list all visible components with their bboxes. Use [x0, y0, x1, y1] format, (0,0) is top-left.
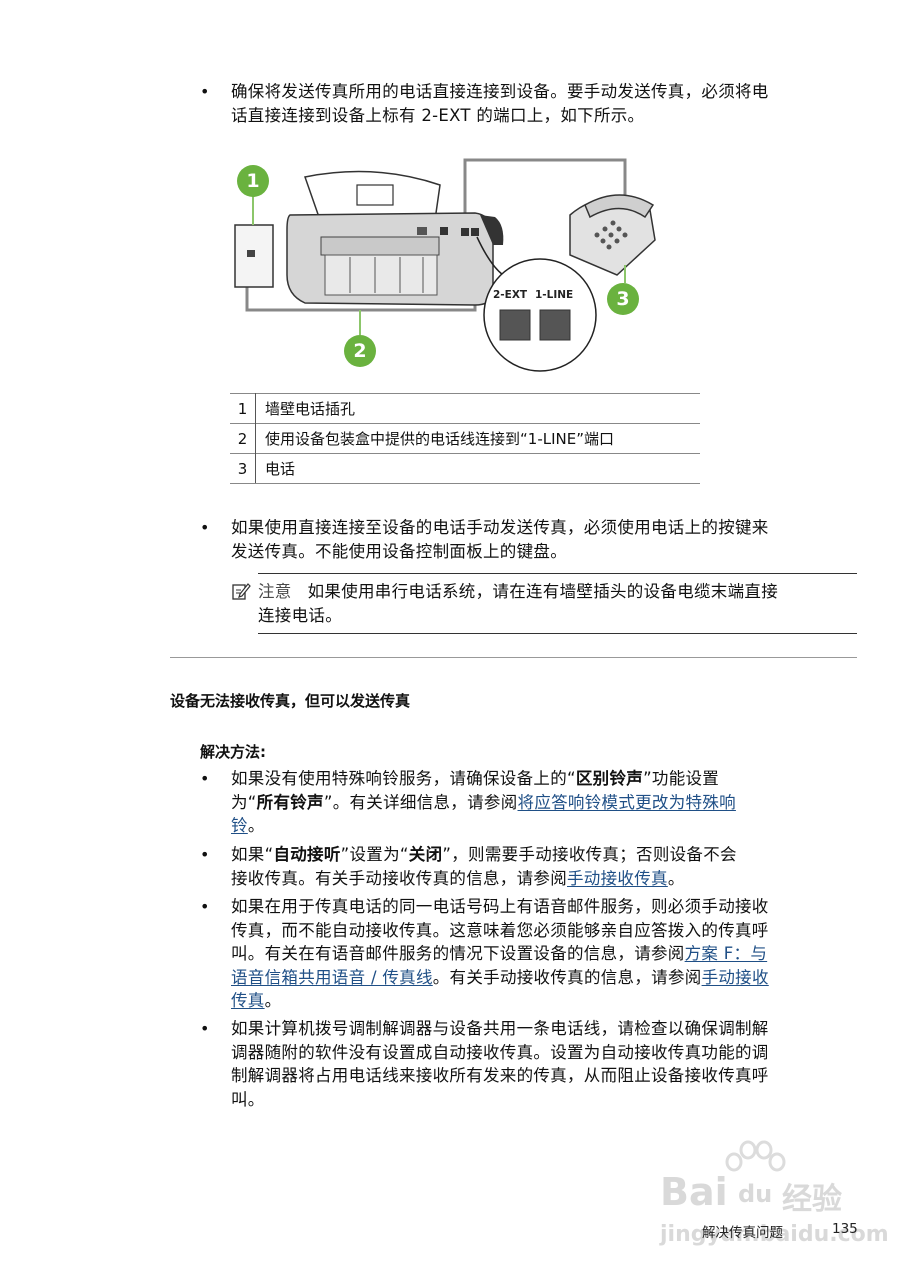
legend-text: 墙壁电话插孔	[255, 393, 700, 424]
text-line: 为“所有铃声”。有关详细信息，请参阅将应答响铃模式更改为特殊响	[231, 791, 861, 815]
paw-icon	[725, 1140, 786, 1172]
setting-name: 自动接听	[273, 845, 341, 864]
text-line: 注意如果使用串行电话系统，请在连有墙壁插头的设备电缆末端直接	[258, 580, 863, 604]
text-line: 叫。有关在有语音邮件服务的情况下设置设备的信息，请参阅方案 F：与	[231, 942, 861, 966]
note-label: 注意	[258, 582, 292, 601]
diagram-legend-table: 1 墙壁电话插孔 2 使用设备包装盒中提供的电话线连接到“1-LINE”端口 3…	[230, 393, 700, 484]
note-top-rule	[258, 573, 857, 574]
link-receive-fax-manually-2[interactable]: 手动接收	[701, 967, 769, 987]
text-span: 。	[667, 868, 685, 888]
note-bottom-rule	[258, 633, 857, 634]
port-label-2-ext: 2-EXT	[493, 289, 528, 301]
text-span: ”设置为“	[340, 845, 409, 864]
text-line: 传真。	[231, 989, 861, 1013]
note-text: 注意如果使用串行电话系统，请在连有墙壁插头的设备电缆末端直接 连接电话。	[258, 580, 863, 627]
solution-label: 解决方法:	[200, 743, 266, 761]
text-line: 铃。	[231, 814, 861, 838]
text-span: 。	[247, 816, 265, 835]
solution-item-distinctive-ring: 如果没有使用特殊响铃服务，请确保设备上的“区别铃声”功能设置 为“所有铃声”。有…	[231, 767, 861, 838]
text-line: 如果计算机拨号调制解调器与设备共用一条电话线，请检查以确保调制解	[231, 1019, 769, 1038]
text-span: 。有关手动接收传真的信息，请参阅	[432, 967, 702, 987]
text-span: 如果没有使用特殊响铃服务，请确保设备上的“	[231, 769, 576, 788]
link-case-f-voicemail-cont[interactable]: 语音信箱共用语音 / 传真线	[231, 967, 433, 987]
note-line: 连接电话。	[258, 605, 342, 625]
callout-badge-2: 2	[344, 335, 376, 367]
page-number: 135	[832, 1221, 858, 1237]
setting-value: 所有铃声	[256, 792, 324, 812]
link-receive-fax-manually-2-cont[interactable]: 传真	[231, 991, 265, 1010]
watermark-brand-cn: 经验	[782, 1182, 842, 1217]
bullet-marker: •	[200, 845, 210, 864]
fax-connection-diagram: 1 2 3 2-EXT 1-LINE	[225, 155, 675, 385]
legend-number: 2	[230, 423, 256, 454]
baidu-watermark: Bai du 经验 jingyan.baidu.com	[660, 1140, 889, 1260]
section-heading: 设备无法接收传真，但可以发送传真	[170, 692, 411, 710]
text-line: 如果在用于传真电话的同一电话号码上有语音邮件服务，则必须手动接收	[231, 897, 769, 916]
text-line: 如果没有使用特殊响铃服务，请确保设备上的“区别铃声”功能设置	[231, 767, 861, 791]
text-span: 接收传真。有关手动接收传真的信息，请参阅	[231, 868, 567, 888]
bullet-marker: •	[200, 1019, 210, 1038]
footer-chapter-title: 解决传真问题	[702, 1225, 783, 1241]
text-line: 话直接连接到设备上标有 2-EXT 的端口上，如下所示。	[231, 105, 645, 125]
text-line: 如果“自动接听”设置为“关闭”，则需要手动接收传真；否则设备不会	[231, 843, 861, 867]
link-case-f-voicemail[interactable]: 方案 F：与	[684, 944, 768, 963]
text-line: 确保将发送传真所用的电话直接连接到设备。要手动发送传真，必须将电	[231, 82, 769, 101]
table-row: 1 墙壁电话插孔	[230, 393, 700, 424]
bullet-marker: •	[200, 897, 210, 916]
note-line: 如果使用串行电话系统，请在连有墙壁插头的设备电缆末端直接	[307, 582, 779, 601]
watermark-url: jingyan.baidu.com	[660, 1222, 889, 1247]
text-span: 为“	[231, 792, 257, 812]
text-span: ”。有关详细信息，请参阅	[323, 792, 518, 812]
section-divider	[170, 657, 857, 658]
note-pencil-icon	[231, 581, 251, 601]
callout-badge-1: 1	[237, 165, 269, 197]
bullet-text: 如果使用直接连接至设备的电话手动发送传真，必须使用电话上的按键来 发送传真。不能…	[231, 516, 861, 563]
bullet-marker: •	[200, 82, 210, 101]
callout-badge-3: 3	[607, 283, 639, 315]
legend-text: 电话	[255, 453, 700, 484]
text-line: 语音信箱共用语音 / 传真线。有关手动接收传真的信息，请参阅手动接收	[231, 966, 861, 990]
text-span: ”功能设置	[643, 769, 720, 788]
text-line: 如果使用直接连接至设备的电话手动发送传真，必须使用电话上的按键来	[231, 518, 769, 537]
solution-item-auto-answer: 如果“自动接听”设置为“关闭”，则需要手动接收传真；否则设备不会 接收传真。有关…	[231, 843, 861, 890]
text-line: 接收传真。有关手动接收传真的信息，请参阅手动接收传真。	[231, 867, 861, 891]
table-row: 2 使用设备包装盒中提供的电话线连接到“1-LINE”端口	[230, 423, 700, 454]
text-line: 调器随附的软件没有设置成自动接收传真。设置为自动接收传真功能的调	[231, 1042, 769, 1062]
link-change-answer-ring-pattern[interactable]: 将应答响铃模式更改为特殊响	[517, 792, 736, 812]
bullet-marker: •	[200, 769, 210, 788]
legend-number: 1	[230, 393, 256, 424]
text-line: 叫。	[231, 1089, 265, 1109]
setting-value: 关闭	[408, 845, 443, 864]
bullet-marker: •	[200, 518, 210, 537]
table-row: 3 电话	[230, 453, 700, 484]
link-change-answer-ring-pattern-cont[interactable]: 铃	[231, 816, 248, 835]
solution-item-voicemail: 如果在用于传真电话的同一电话号码上有语音邮件服务，则必须手动接收 传真，而不能自…	[231, 895, 861, 1013]
watermark-brand: Bai	[660, 1170, 728, 1214]
watermark-brand-du: du	[738, 1180, 773, 1208]
text-line: 传真，而不能自动接收传真。这意味着您必须能够亲自应答拨入的传真呼	[231, 920, 769, 940]
text-span: 叫。有关在有语音邮件服务的情况下设置设备的信息，请参阅	[231, 944, 685, 963]
text-line: 发送传真。不能使用设备控制面板上的键盘。	[231, 541, 567, 561]
text-line: 制解调器将占用电话线来接收所有发来的传真，从而阻止设备接收传真呼	[231, 1066, 769, 1085]
text-span: ”，则需要手动接收传真；否则设备不会	[442, 845, 737, 864]
link-receive-fax-manually[interactable]: 手动接收传真	[567, 868, 668, 888]
text-span: 如果“	[231, 845, 274, 864]
text-span: 。	[264, 991, 282, 1010]
legend-text: 使用设备包装盒中提供的电话线连接到“1-LINE”端口	[255, 423, 700, 454]
port-label-1-line: 1-LINE	[535, 289, 574, 301]
setting-name: 区别铃声	[575, 769, 644, 788]
diagram-illustration	[234, 158, 656, 372]
bullet-text: 确保将发送传真所用的电话直接连接到设备。要手动发送传真，必须将电 话直接连接到设…	[231, 80, 861, 127]
solution-item-modem: 如果计算机拨号调制解调器与设备共用一条电话线，请检查以确保调制解 调器随附的软件…	[231, 1017, 861, 1111]
legend-number: 3	[230, 453, 256, 484]
